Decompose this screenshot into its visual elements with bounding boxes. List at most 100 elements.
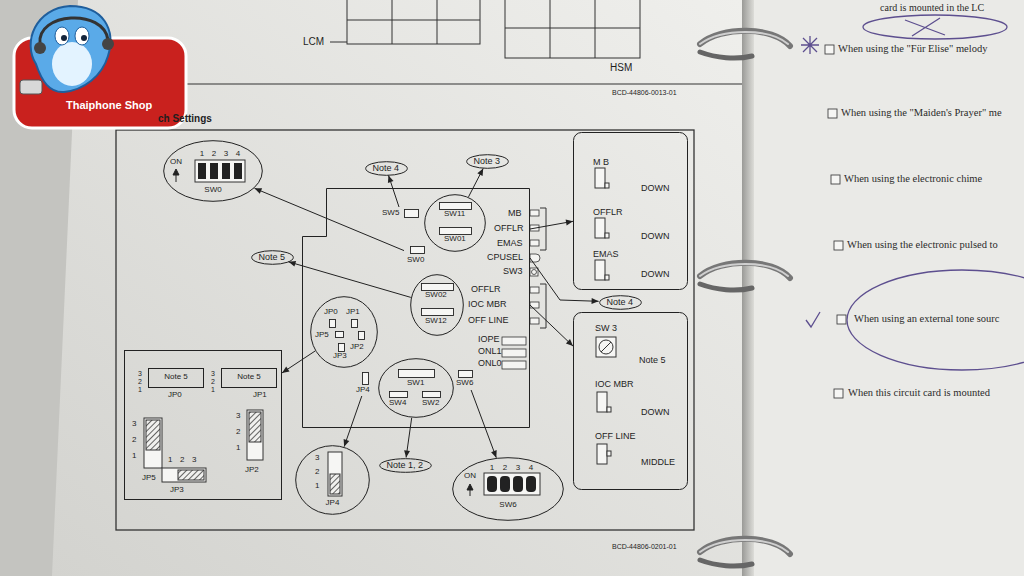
node-shape	[296, 446, 370, 515]
component-symbol	[411, 247, 425, 254]
top-drawing	[437, 0, 438, 44]
component-symbol	[359, 332, 365, 340]
node-text: 3	[138, 370, 142, 377]
jumper-symbol	[144, 410, 342, 496]
shop-logo	[52, 42, 92, 86]
indicator-lamp	[502, 337, 526, 369]
node-text: 2	[503, 464, 507, 472]
jumper-symbol	[249, 412, 261, 442]
card-toggle	[530, 240, 539, 246]
section-frame	[116, 130, 694, 530]
node-text: SW2	[422, 399, 439, 407]
connector	[388, 175, 399, 207]
drawing-label: HSM	[610, 63, 632, 73]
connector	[469, 168, 484, 197]
pen-mark	[905, 18, 945, 36]
node-text: 2	[138, 378, 142, 385]
node-outline	[378, 358, 454, 418]
jumper-symbol	[162, 468, 206, 482]
node-shape	[453, 458, 564, 521]
arrow-head	[404, 450, 410, 457]
dip-switch	[513, 476, 523, 492]
bracket	[540, 208, 546, 250]
toggle-symbol	[605, 233, 609, 238]
setting-box: SW 3Note 5IOC MBRDOWNOFF LINEMIDDLE	[573, 312, 688, 490]
node-text: SW6	[499, 501, 516, 509]
node-shape	[311, 297, 378, 368]
binder-ring	[700, 284, 752, 290]
note-callout: Note 1, 2	[379, 458, 432, 473]
node-text: JP3	[333, 352, 347, 360]
checklist-item: When using the "Maiden's Prayer" me	[841, 108, 1002, 119]
dip-switch	[198, 163, 206, 179]
switch-part: SW6	[456, 368, 478, 390]
shop-logo	[14, 6, 186, 128]
card-toggle	[530, 318, 539, 324]
connector-line	[530, 258, 599, 301]
shop-logo	[102, 38, 114, 50]
dip-switch	[195, 160, 245, 182]
node-text: JP2	[350, 343, 364, 351]
node-text: DOWN	[641, 270, 670, 279]
node-text: 1	[211, 386, 215, 393]
shop-logo	[34, 42, 46, 54]
arrow-head	[289, 261, 297, 267]
node-text: SW11	[444, 210, 465, 218]
note-callout: Note 5	[251, 250, 294, 265]
node-text: SW3	[503, 267, 523, 276]
circuit-card: MBOFFLREMASCPUSELSW3OFFLRIOC MBROFF LINE…	[302, 188, 530, 428]
node-text: 1	[490, 464, 494, 472]
connector	[404, 418, 412, 458]
node-shape	[425, 195, 486, 252]
node-text: JP1	[253, 391, 267, 399]
toggle-symbol	[607, 451, 611, 456]
jumper-symbol	[328, 452, 342, 496]
connector-line	[389, 175, 400, 207]
pen-mark	[801, 36, 819, 54]
binder-ring	[700, 539, 790, 554]
node-text: Note 5	[259, 253, 286, 262]
on-arrow	[467, 484, 473, 490]
shop-logo	[20, 80, 42, 94]
jumper-symbol	[247, 410, 263, 460]
shop-logo	[55, 27, 69, 45]
jumper-group: JP0JP1JP5JP2JP3	[310, 296, 378, 368]
toggle-symbol	[595, 168, 605, 188]
top-drawing	[347, 20, 480, 21]
node-text: 3	[236, 412, 240, 420]
node-text: Note 4	[607, 298, 634, 307]
node-text: ON	[170, 158, 182, 166]
node-text: JP1	[346, 308, 360, 316]
shop-logo	[61, 35, 67, 41]
component-symbol	[423, 392, 441, 398]
note-callout: Note 4	[365, 161, 408, 176]
node-text: 3	[192, 456, 196, 464]
shop-logo	[40, 18, 108, 44]
node-text: 2	[212, 150, 216, 158]
card-toggle	[532, 270, 537, 275]
checkbox	[828, 109, 837, 118]
checklist-item: When using the electronic chime	[844, 174, 982, 185]
node-text: JP5	[142, 474, 156, 482]
checklist-item: When using the electronic pulsed to	[847, 240, 998, 251]
note-box: Note 5JP0	[148, 368, 204, 400]
node-text: Note 3	[474, 157, 501, 166]
connector	[530, 258, 599, 304]
indicator-lamp	[502, 349, 526, 357]
node-text: CPUSEL	[487, 253, 523, 262]
component-symbol	[352, 320, 358, 328]
indicator-lamp	[502, 337, 526, 345]
dip-switch	[500, 476, 510, 492]
node-text: EMAS	[593, 250, 619, 259]
pen-mark	[801, 15, 1024, 370]
connector	[255, 188, 405, 250]
node-text: OFF LINE	[468, 316, 509, 325]
node-shape	[303, 189, 530, 428]
top-drawing	[550, 0, 551, 58]
switch-detail: ON1234SW6	[452, 457, 564, 521]
top-drawing	[505, 0, 640, 58]
node-text: 2	[211, 378, 215, 385]
